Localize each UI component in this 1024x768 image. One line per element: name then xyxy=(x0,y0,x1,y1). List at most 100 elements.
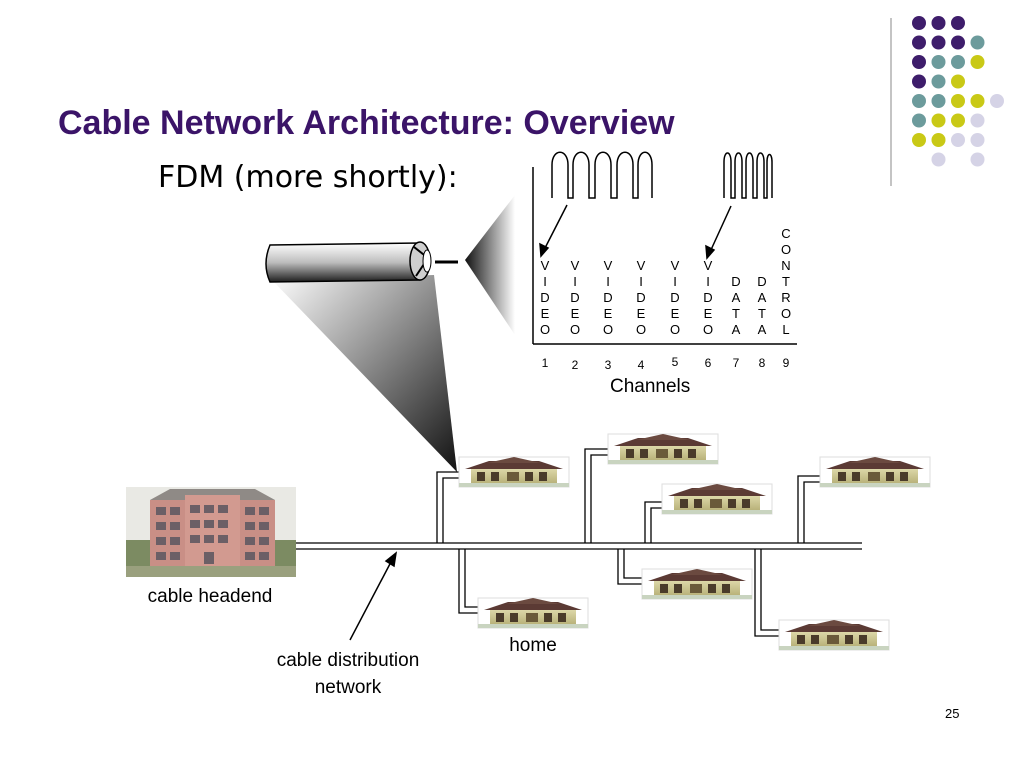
coax-cable-icon xyxy=(265,241,458,283)
channel-letter: I xyxy=(673,274,677,289)
channel-letter: O xyxy=(702,322,714,337)
channel-letter: T xyxy=(782,274,790,289)
decorative-dot xyxy=(970,35,985,50)
decorative-dot-grid xyxy=(912,16,1004,167)
decorative-dot xyxy=(931,113,946,128)
decorative-dot xyxy=(951,113,965,128)
zoom-beam xyxy=(272,275,457,472)
decorative-dot xyxy=(951,16,965,30)
channel-letter: E xyxy=(570,306,580,321)
network-pointer-arrow xyxy=(349,551,398,641)
channel-letter: A xyxy=(731,290,741,305)
distribution-label-line1: cable distribution xyxy=(276,650,420,671)
channel-letter: O xyxy=(780,242,792,257)
channel-letter: N xyxy=(781,258,791,273)
slide-title: Cable Network Architecture: Overview xyxy=(58,104,675,142)
decorative-dot xyxy=(931,152,946,167)
wave-arrows xyxy=(539,204,732,260)
channel-letter: D xyxy=(757,274,767,289)
channel-letter: I xyxy=(706,274,710,289)
channel-letter: O xyxy=(569,322,581,337)
channel-letter: V xyxy=(603,258,613,273)
channel-letter: O xyxy=(635,322,647,337)
channel-letter: I xyxy=(573,274,577,289)
channel-letter: D xyxy=(570,290,580,305)
channel-number: 2 xyxy=(571,358,579,372)
page-number: 25 xyxy=(945,706,960,721)
channel-letter: D xyxy=(636,290,646,305)
channel-number: 4 xyxy=(637,358,645,372)
channel-number: 5 xyxy=(671,355,679,369)
low-frequency-wave xyxy=(551,151,653,199)
decorative-dot xyxy=(912,16,926,30)
channel-letter: V xyxy=(703,258,713,273)
decorative-dot xyxy=(951,35,965,50)
decorative-dot xyxy=(931,133,946,147)
channel-letter: V xyxy=(540,258,550,273)
channel-number: 6 xyxy=(704,356,712,370)
decorative-dot xyxy=(970,113,985,128)
channels-axis-label: Channels xyxy=(610,376,691,397)
channel-letter: E xyxy=(540,306,550,321)
decorative-dot xyxy=(912,133,926,147)
channel-letter: L xyxy=(782,322,790,337)
decorative-dot xyxy=(931,35,946,50)
channel-letter: T xyxy=(732,306,740,321)
channel-letter: E xyxy=(603,306,613,321)
channel-number: 3 xyxy=(604,358,612,372)
headend-label: cable headend xyxy=(147,586,273,607)
decorative-dot xyxy=(912,113,926,128)
distribution-label-line2: network xyxy=(314,677,382,698)
channel-letter: A xyxy=(731,322,741,337)
slide-subtitle: FDM (more shortly): xyxy=(158,160,458,195)
channel-number: 7 xyxy=(732,356,740,370)
high-frequency-wave xyxy=(723,152,773,199)
frequency-axes xyxy=(532,167,797,345)
channel-letter: D xyxy=(670,290,680,305)
channel-letter: E xyxy=(670,306,680,321)
decorative-dot xyxy=(951,133,965,147)
decorative-dot xyxy=(912,94,926,108)
decorative-dot xyxy=(970,152,985,167)
channel-letter: D xyxy=(603,290,613,305)
headend-building-icon xyxy=(126,487,296,577)
channel-letter: E xyxy=(703,306,713,321)
channel-letter: E xyxy=(636,306,646,321)
decorative-dot xyxy=(970,55,985,69)
channel-letter: D xyxy=(731,274,741,289)
decorative-dot xyxy=(912,55,926,69)
home-label: home xyxy=(509,635,557,656)
zoom-cone xyxy=(465,195,515,335)
channel-letter: D xyxy=(703,290,713,305)
decorative-dot xyxy=(912,74,926,89)
channel-letter: I xyxy=(606,274,610,289)
channel-letter: C xyxy=(781,226,791,241)
decorative-dot xyxy=(951,74,965,89)
channel-letter: V xyxy=(636,258,646,273)
channel-number: 1 xyxy=(541,356,549,370)
channel-letter: O xyxy=(780,306,792,321)
channel-letter: R xyxy=(781,290,791,305)
decorative-dot xyxy=(931,94,946,108)
distribution-network xyxy=(296,448,862,637)
channel-letter: V xyxy=(670,258,680,273)
channel-letter: A xyxy=(757,322,767,337)
home-icons xyxy=(458,433,931,651)
channel-letter: V xyxy=(570,258,580,273)
channel-letter: I xyxy=(543,274,547,289)
decorative-dot xyxy=(951,55,965,69)
decorative-dot xyxy=(970,133,985,147)
decorative-dot xyxy=(931,74,946,89)
channel-number: 9 xyxy=(782,356,790,370)
channel-letter: D xyxy=(540,290,550,305)
decorative-dot xyxy=(951,94,965,108)
